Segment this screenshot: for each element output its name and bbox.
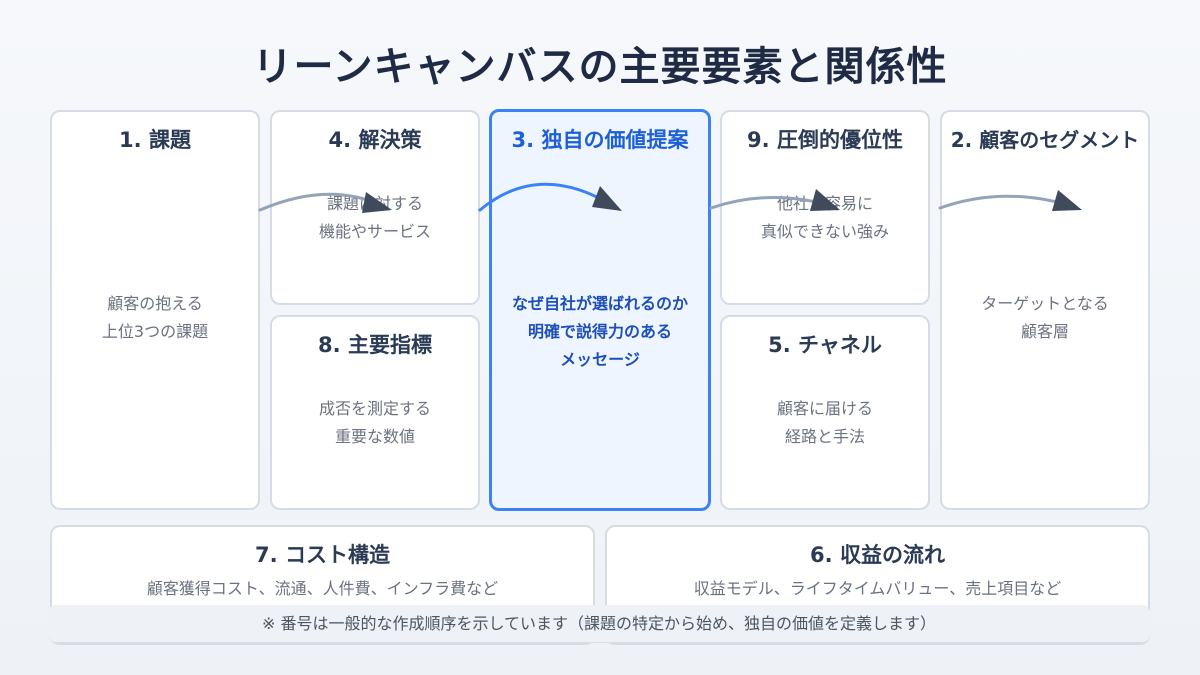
- card-problem-body: 顧客の抱える 上位3つの課題: [52, 290, 258, 346]
- card-customer-segments: 2. 顧客のセグメント ターゲットとなる 顧客層: [940, 110, 1150, 510]
- card-uvp-heading: 3. 独自の価値提案: [511, 128, 689, 152]
- card-solution-line: 機能やサービス: [318, 222, 431, 241]
- card-unfair-advantage-line: 真似できない強み: [760, 222, 889, 241]
- card-customer-segments-line: 顧客層: [1020, 322, 1069, 341]
- card-cost-structure-heading: 7. コスト構造: [255, 543, 390, 567]
- card-channels-body: 顧客に届ける 経路と手法: [722, 395, 928, 451]
- card-uvp: 3. 独自の価値提案 なぜ自社が選ばれるのか 明確で説得力のある メッセージ: [489, 109, 711, 511]
- card-revenue-streams-body: 収益モデル、ライフタイムバリュー、売上項目など: [607, 575, 1148, 603]
- card-key-metrics-line: 重要な数値: [334, 427, 415, 446]
- card-customer-segments-body: ターゲットとなる 顧客層: [942, 290, 1148, 346]
- card-channels-line: 顧客に届ける: [776, 399, 873, 418]
- card-key-metrics-heading: 8. 主要指標: [318, 333, 432, 357]
- card-uvp-line: なぜ自社が選ばれるのか: [511, 294, 688, 313]
- card-problem-heading: 1. 課題: [119, 128, 191, 152]
- card-revenue-streams-line: 収益モデル、ライフタイムバリュー、売上項目など: [693, 579, 1062, 598]
- card-uvp-body: なぜ自社が選ばれるのか 明確で説得力のある メッセージ: [492, 290, 708, 374]
- card-key-metrics: 8. 主要指標 成否を測定する 重要な数値: [270, 315, 480, 510]
- card-channels-heading: 5. チャネル: [768, 333, 882, 357]
- card-key-metrics-line: 成否を測定する: [318, 399, 431, 418]
- card-uvp-line: メッセージ: [560, 350, 640, 369]
- card-solution-body: 課題に対する 機能やサービス: [272, 190, 478, 246]
- card-customer-segments-heading: 2. 顧客のセグメント: [950, 128, 1140, 152]
- card-solution: 4. 解決策 課題に対する 機能やサービス: [270, 110, 480, 305]
- card-problem-line: 上位3つの課題: [101, 322, 209, 341]
- card-unfair-advantage-body: 他社が容易に 真似できない強み: [722, 190, 928, 246]
- card-solution-line: 課題に対する: [326, 194, 423, 213]
- card-channels-line: 経路と手法: [784, 427, 865, 446]
- page-title: リーンキャンバスの主要要素と関係性: [252, 44, 948, 90]
- card-unfair-advantage: 9. 圧倒的優位性 他社が容易に 真似できない強み: [720, 110, 930, 305]
- card-unfair-advantage-heading: 9. 圧倒的優位性: [747, 128, 903, 152]
- card-solution-heading: 4. 解決策: [328, 128, 422, 152]
- card-problem: 1. 課題 顧客の抱える 上位3つの課題: [50, 110, 260, 510]
- card-problem-line: 顧客の抱える: [107, 294, 203, 313]
- card-cost-structure-body: 顧客獲得コスト、流通、人件費、インフラ費など: [52, 575, 593, 603]
- card-uvp-line: 明確で説得力のある: [527, 322, 672, 341]
- card-channels: 5. チャネル 顧客に届ける 経路と手法: [720, 315, 930, 510]
- footnote: ※ 番号は一般的な作成順序を示しています（課題の特定から始め、独自の価値を定義し…: [48, 605, 1150, 643]
- card-customer-segments-line: ターゲットとなる: [981, 294, 1109, 313]
- card-cost-structure-line: 顧客獲得コスト、流通、人件費、インフラ費など: [146, 579, 499, 598]
- card-key-metrics-body: 成否を測定する 重要な数値: [272, 395, 478, 451]
- card-unfair-advantage-line: 他社が容易に: [776, 194, 873, 213]
- card-revenue-streams-heading: 6. 収益の流れ: [810, 543, 945, 567]
